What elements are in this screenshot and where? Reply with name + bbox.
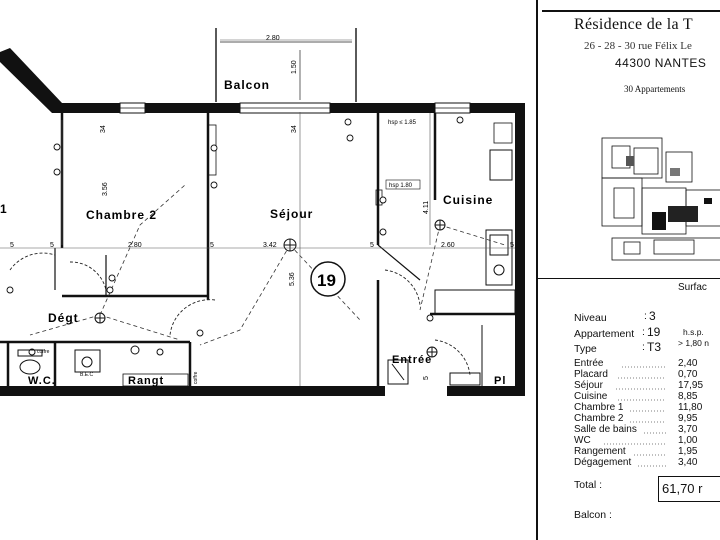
room-name: WC bbox=[574, 435, 591, 446]
hsp-line-1: h.s.p. bbox=[683, 327, 704, 337]
residence-title: Résidence de la T bbox=[574, 16, 693, 33]
note-coffre-rangt: coffre bbox=[193, 371, 199, 384]
storage-shelves bbox=[122, 373, 189, 387]
room-name: Séjour bbox=[574, 380, 603, 391]
kitchen-fixtures bbox=[434, 149, 516, 315]
dim-balcon-width: 2.80 bbox=[266, 35, 280, 42]
appartement-label: Appartement bbox=[574, 328, 635, 340]
apartment-number-circle bbox=[310, 261, 346, 297]
dim-wall-5-b: 5 bbox=[210, 242, 214, 249]
room-surface: 1,95 bbox=[678, 446, 698, 457]
room-name: Entrée bbox=[574, 358, 604, 369]
dim-balcon-depth: 1.50 bbox=[291, 60, 298, 74]
room-label-chambre-2: Chambre 2 bbox=[86, 208, 157, 222]
apartment-location-marker bbox=[652, 212, 666, 230]
room-surface: 0,70 bbox=[678, 369, 698, 380]
niveau-label: Niveau bbox=[574, 312, 607, 324]
room-surface: 9,95 bbox=[678, 413, 698, 424]
total-value: 61,70 r bbox=[662, 481, 703, 496]
room-label-degt: Dégt bbox=[48, 311, 79, 325]
windows bbox=[119, 102, 471, 114]
leader-dots bbox=[604, 366, 666, 467]
room-surface: 11,80 bbox=[678, 402, 703, 413]
electrical-lines bbox=[29, 184, 506, 346]
type-value: T3 bbox=[647, 340, 662, 354]
room-name: Dégagement bbox=[574, 457, 632, 468]
niveau-value: 3 bbox=[649, 309, 656, 323]
room-label-balcon: Balcon bbox=[224, 78, 270, 92]
dim-wall-5-e: 5 bbox=[510, 242, 514, 249]
room-label-entree: Entrée bbox=[392, 354, 432, 366]
room-name: Rangement bbox=[574, 446, 626, 457]
room-surface: 2,40 bbox=[678, 358, 698, 369]
room-name: Chambre 1 bbox=[574, 402, 624, 413]
room-label-chambre-1: 1 bbox=[0, 202, 8, 216]
note-hsp-180: hsp 1.80 bbox=[389, 183, 413, 189]
info-panel: Résidence de la T 26 - 28 - 30 rue Félix… bbox=[536, 0, 720, 540]
outlets bbox=[6, 116, 464, 337]
dim-wall-34-b: 34 bbox=[291, 125, 298, 133]
floor-plan: 1 Chambre 2 Séjour Cuisine Balcon Dégt W… bbox=[0, 28, 525, 396]
interior-walls bbox=[0, 113, 515, 386]
dim-wall-34-a: 34 bbox=[100, 125, 107, 133]
dim-sejour-width: 3.42 bbox=[263, 242, 277, 249]
dim-wall-5-c: 5 bbox=[370, 242, 374, 249]
dim-wall-5-d: 5 bbox=[10, 242, 14, 249]
dim-cuisine-depth: 4.11 bbox=[423, 201, 430, 214]
balcony bbox=[215, 28, 357, 102]
type-label: Type bbox=[574, 343, 597, 355]
total-label: Total : bbox=[574, 479, 603, 491]
note-hsp-180-box bbox=[385, 179, 421, 190]
dim-chambre2-width: 2.80 bbox=[128, 242, 142, 249]
dim-wall-5-f: 5 bbox=[423, 376, 430, 380]
note-coffre-wc: coffre bbox=[37, 349, 50, 355]
room-name: Cuisine bbox=[574, 391, 608, 402]
appartement-colon: : bbox=[642, 326, 645, 338]
hsp-line-2: > 1,80 n bbox=[678, 338, 709, 348]
panel-separator bbox=[538, 278, 720, 279]
room-surface: 8,85 bbox=[678, 391, 698, 402]
type-colon: : bbox=[642, 341, 645, 353]
dim-chambre2-depth: 3.56 bbox=[102, 182, 109, 196]
room-name: Salle de bains bbox=[574, 424, 637, 435]
dim-wall-5-a: 5 bbox=[50, 242, 54, 249]
doors bbox=[9, 252, 471, 376]
panel-top-rule bbox=[542, 10, 720, 12]
building-location-map bbox=[601, 137, 720, 261]
wc-fixtures bbox=[17, 349, 101, 375]
note-hsp-185: hsp ≤ 1.85 bbox=[388, 120, 417, 126]
dim-cuisine-width: 2.60 bbox=[441, 242, 455, 249]
room-name: Placard bbox=[574, 369, 608, 380]
apartment-number: 19 bbox=[317, 271, 336, 290]
room-surface: 17,95 bbox=[678, 380, 704, 391]
outer-walls bbox=[0, 48, 525, 396]
room-label-pl: Pl bbox=[494, 375, 506, 387]
light-fixtures bbox=[28, 219, 446, 358]
apartments-count: 30 Appartements bbox=[624, 84, 686, 94]
note-bec: B.E.C bbox=[80, 372, 93, 378]
total-box bbox=[658, 476, 720, 502]
residence-address: 26 - 28 - 30 rue Félix Le bbox=[584, 40, 692, 52]
room-surface: 1,00 bbox=[678, 435, 698, 446]
room-surface: 3,70 bbox=[678, 424, 698, 435]
room-label-cuisine: Cuisine bbox=[443, 193, 493, 207]
appartement-value: 19 bbox=[647, 325, 661, 339]
balcon-label: Balcon : bbox=[574, 509, 612, 521]
residence-city: 44300 NANTES bbox=[615, 56, 707, 70]
dimension-lines bbox=[0, 39, 515, 386]
room-label-wc: W.C. bbox=[28, 375, 56, 387]
room-label-rangt: Rangt bbox=[128, 375, 164, 387]
room-label-sejour: Séjour bbox=[270, 207, 313, 221]
door-leaves bbox=[54, 244, 421, 296]
surface-header: Surfac bbox=[678, 282, 707, 293]
room-surface: 3,40 bbox=[678, 457, 698, 468]
entry-fixtures bbox=[387, 325, 483, 386]
room-name: Chambre 2 bbox=[574, 413, 624, 424]
niveau-colon: : bbox=[644, 310, 647, 322]
dim-sejour-length: 5.36 bbox=[289, 272, 296, 286]
